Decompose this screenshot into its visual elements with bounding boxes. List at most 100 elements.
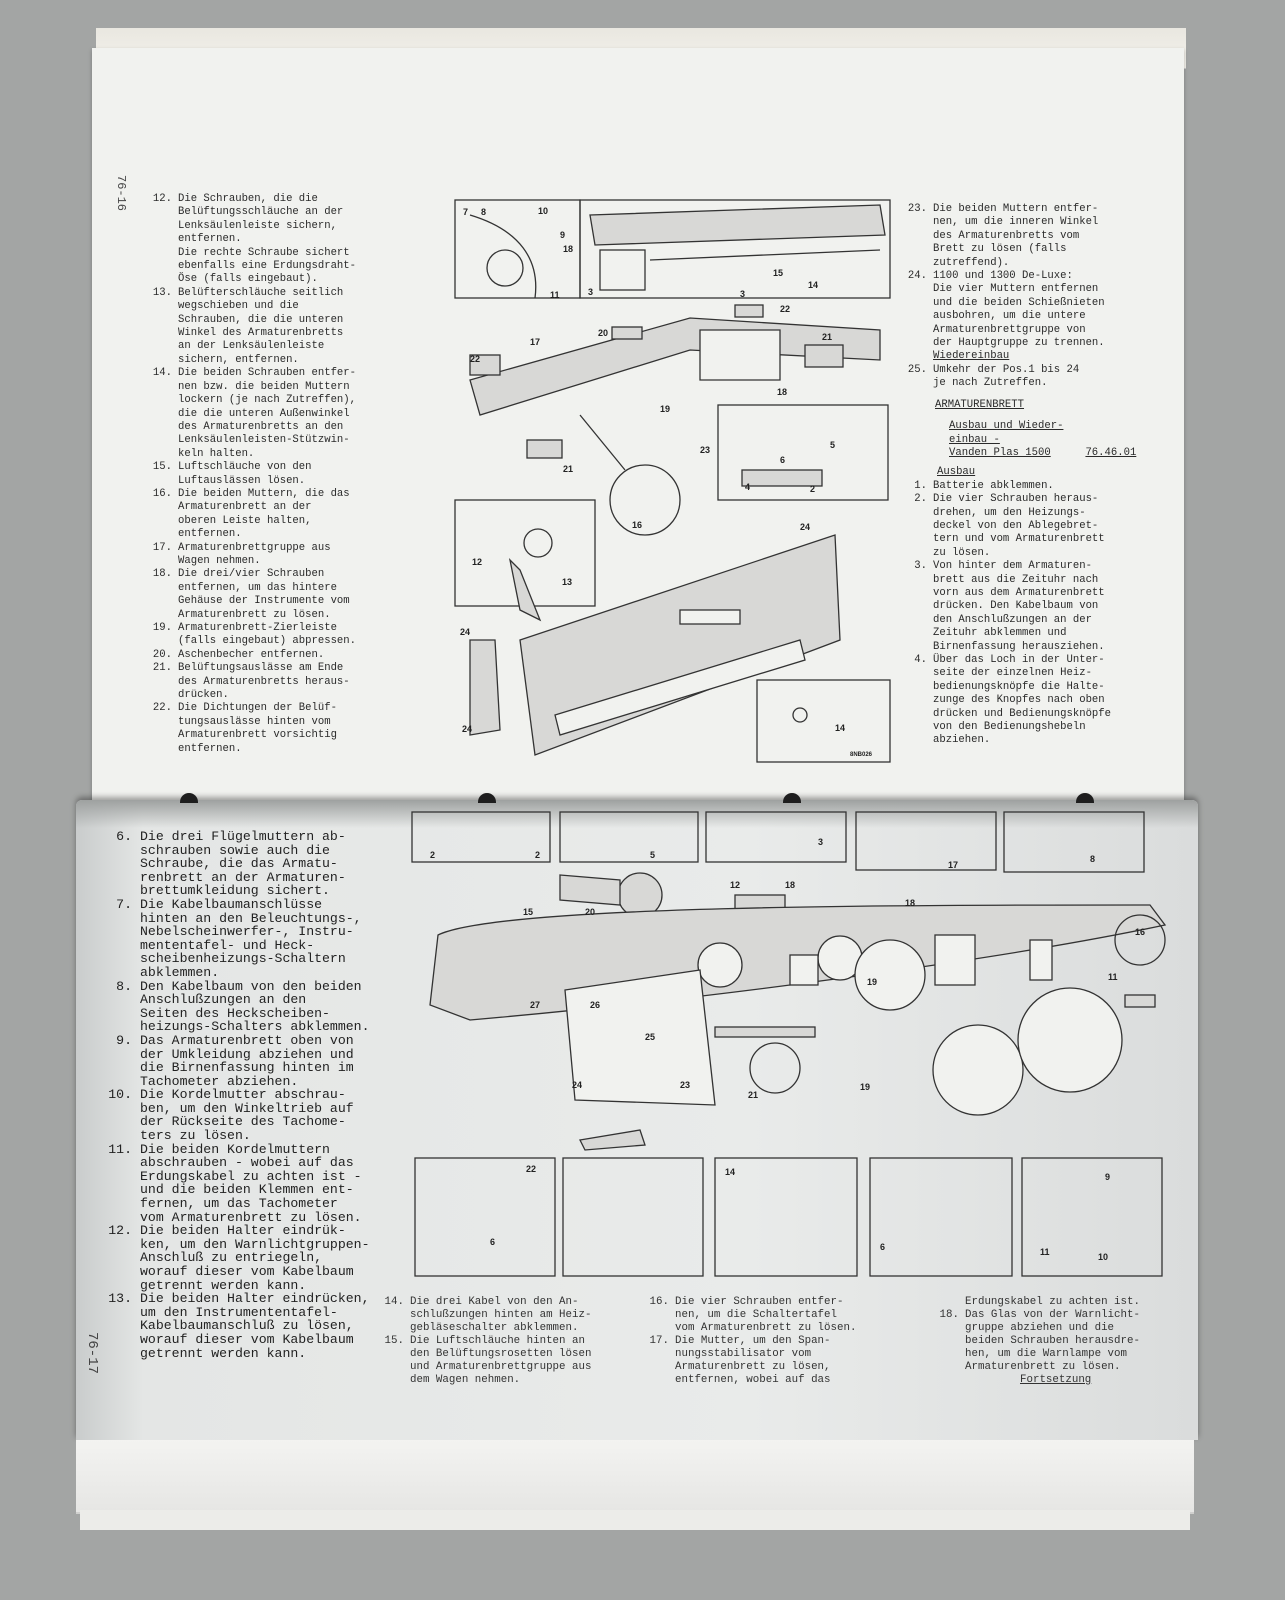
- item-number: 25.: [907, 363, 927, 376]
- list-item: 19.Armaturenbrett-Zierleiste (falls eing…: [150, 622, 356, 649]
- callout-number: 11: [1040, 1247, 1050, 1257]
- item-number: 15.: [152, 461, 172, 474]
- item-text: Batterie abklemmen.: [933, 479, 1054, 492]
- binding-hole: [180, 793, 198, 803]
- item-number: 1.: [914, 479, 927, 492]
- list-item: 2.Die vier Schrauben heraus- drehen, um …: [905, 493, 1175, 560]
- detail-circle: [609, 464, 681, 536]
- item-number: 10.: [108, 1087, 132, 1103]
- list-item: 17.Armaturenbrettgruppe aus Wagen nehmen…: [150, 542, 356, 569]
- callout-number: 3: [740, 289, 745, 299]
- item-number: 9.: [116, 1032, 132, 1048]
- item-text: Die Kabelbaumanschlüsse hinten an den Be…: [140, 896, 362, 980]
- reassembly-heading: Wiedereinbau: [933, 350, 1010, 363]
- callout-number: 22: [780, 304, 790, 314]
- list-item: 12.Die Schrauben, die die Belüftungsschl…: [150, 193, 356, 287]
- item-text: Den Kabelbaum von den beiden Anschlußzun…: [140, 978, 370, 1035]
- callout-number: 24: [460, 627, 470, 637]
- callout-number: 8: [1090, 854, 1095, 864]
- item-text: Belüftungsauslässe am Ende des Armaturen…: [178, 662, 350, 702]
- bottom-figure-dashboard-exploded: 2 2 5 3 17 8 15 20 12 18 18 16 19 11 27 …: [411, 811, 1167, 1277]
- item-text: Die vier Schrauben entfer- nen, um die S…: [675, 1296, 857, 1334]
- callout-number: 24: [572, 1080, 582, 1090]
- item-number: 2.: [914, 493, 927, 506]
- list-item: 18.Das Glas von der Warnlicht- gruppe ab…: [935, 1309, 1140, 1374]
- item-number: 17.: [649, 1335, 669, 1347]
- item-number: 18.: [939, 1309, 959, 1321]
- item-number: 23.: [907, 203, 927, 215]
- binding-hole: [478, 793, 496, 803]
- list-item: 22.Die Dichtungen der Belüf- tungsausläs…: [150, 702, 356, 756]
- item-text: Die drei/vier Schrauben entfernen, um da…: [178, 568, 350, 621]
- callout-number: 3: [588, 287, 593, 297]
- book-lower-pages: [76, 1440, 1194, 1514]
- callout-number: 18: [777, 387, 787, 397]
- list-item: 13.Belüfterschläuche seitlich wegschiebe…: [150, 287, 356, 367]
- callout-number: 16: [1135, 927, 1145, 937]
- item-text: Die Kordelmutter abschrau- ben, um den W…: [140, 1087, 354, 1144]
- item-text: Die beiden Halter eindrücken, um den Ins…: [140, 1291, 370, 1361]
- item-text: Das Armaturenbrett oben von der Umkleidu…: [140, 1032, 354, 1089]
- inset-frame: [717, 404, 889, 501]
- callout-number: 17: [530, 337, 540, 347]
- list-item: 14. Die beiden Schrauben entfer- nen bzw.…: [150, 367, 356, 461]
- item-number: 7.: [116, 896, 132, 912]
- footer-col3-lead: Erdungskabel zu achten ist.: [965, 1296, 1140, 1308]
- item-text: Über das Loch in der Unter- seite der ei…: [933, 654, 1112, 747]
- callout-number: 18: [563, 244, 573, 254]
- item-text: Die drei Kabel von den An- schlußzungen …: [410, 1296, 592, 1334]
- callout-number: 9: [560, 230, 565, 240]
- callout-number: 8: [481, 207, 486, 217]
- list-item: 16.Die beiden Muttern, die das Armaturen…: [150, 488, 356, 542]
- item-text: Belüfterschläuche seitlich wegschieben u…: [178, 286, 344, 366]
- binding-hole: [783, 793, 801, 803]
- callout-number: 14: [835, 723, 845, 733]
- operation-title: Ausbau und Wieder- einbau - Vanden Plas …: [949, 420, 1064, 459]
- item-text: Die beiden Kordelmuttern abschrauben - w…: [140, 1141, 362, 1225]
- item-text: Die beiden Schrauben entfer- nen bzw. di…: [178, 367, 357, 460]
- callout-number: 6: [490, 1237, 495, 1247]
- section-heading: ARMATURENBRETT: [935, 398, 1025, 411]
- callout-number: 15: [773, 268, 783, 278]
- list-item: 15.Luftschläuche von den Luftauslässen l…: [150, 461, 356, 488]
- list-item: 3.Von hinter dem Armaturen- brett aus di…: [905, 560, 1175, 654]
- callout-number: 15: [523, 907, 533, 917]
- item-text: Die beiden Muttern, die das Armaturenbre…: [178, 487, 350, 541]
- callout-number: 5: [650, 850, 655, 860]
- item-number: 14.: [152, 367, 172, 380]
- book-edge: [80, 1510, 1190, 1530]
- list-item: 7. Die Kabelbaumanschlüsse hinten an den …: [104, 898, 370, 980]
- item-text: Die drei Flügelmuttern ab- schrauben sow…: [140, 829, 346, 899]
- callout-number: 23: [680, 1080, 690, 1090]
- item-number: 24.: [907, 270, 927, 283]
- list-item: 12.Die beiden Halter eindrük- ken, um de…: [104, 1224, 369, 1292]
- item-number: 18.: [152, 568, 172, 581]
- list-item: 18. Die drei/vier Schrauben entfernen, um…: [150, 568, 356, 622]
- callout-number: 7: [463, 207, 468, 217]
- callout-number: 27: [530, 1000, 540, 1010]
- list-item: 9. Das Armaturenbrett oben von der Umklei…: [104, 1034, 370, 1088]
- list-item: 23.Die beiden Muttern entfer- nen, um di…: [905, 203, 1175, 270]
- callout-number: 24: [800, 522, 810, 532]
- inset-frame: [579, 199, 891, 299]
- callout-number: 6: [780, 455, 785, 465]
- callout-number: 12: [472, 557, 482, 567]
- callout-number: 22: [470, 354, 480, 364]
- callout-number: 2: [430, 850, 435, 860]
- callout-number: 23: [700, 445, 710, 455]
- callout-number: 12: [730, 880, 740, 890]
- callout-number: 26: [590, 1000, 600, 1010]
- list-item: 1. Batterie abklemmen.: [905, 480, 1175, 493]
- item-text: Von hinter dem Armaturen- brett aus die …: [933, 560, 1105, 653]
- top-insets: [411, 811, 1145, 873]
- item-text: Umkehr der Pos.1 bis 24 je nach Zutreffe…: [933, 363, 1080, 390]
- list-item: 11.Die beiden Kordelmuttern abschrauben …: [104, 1141, 370, 1225]
- callout-number: 11: [550, 290, 560, 300]
- list-item: 16.Die vier Schrauben entfer- nen, um di…: [645, 1296, 857, 1335]
- figure-code: 8NB026: [850, 752, 873, 758]
- item-text: 1100 und 1300 De-Luxe: Die vier Muttern …: [933, 270, 1105, 350]
- item-text: Die Luftschläuche hinten an den Belüftun…: [410, 1335, 592, 1386]
- callout-number: 4: [745, 482, 750, 492]
- callout-number: 20: [598, 328, 608, 338]
- bottom-insets: [414, 1157, 1163, 1277]
